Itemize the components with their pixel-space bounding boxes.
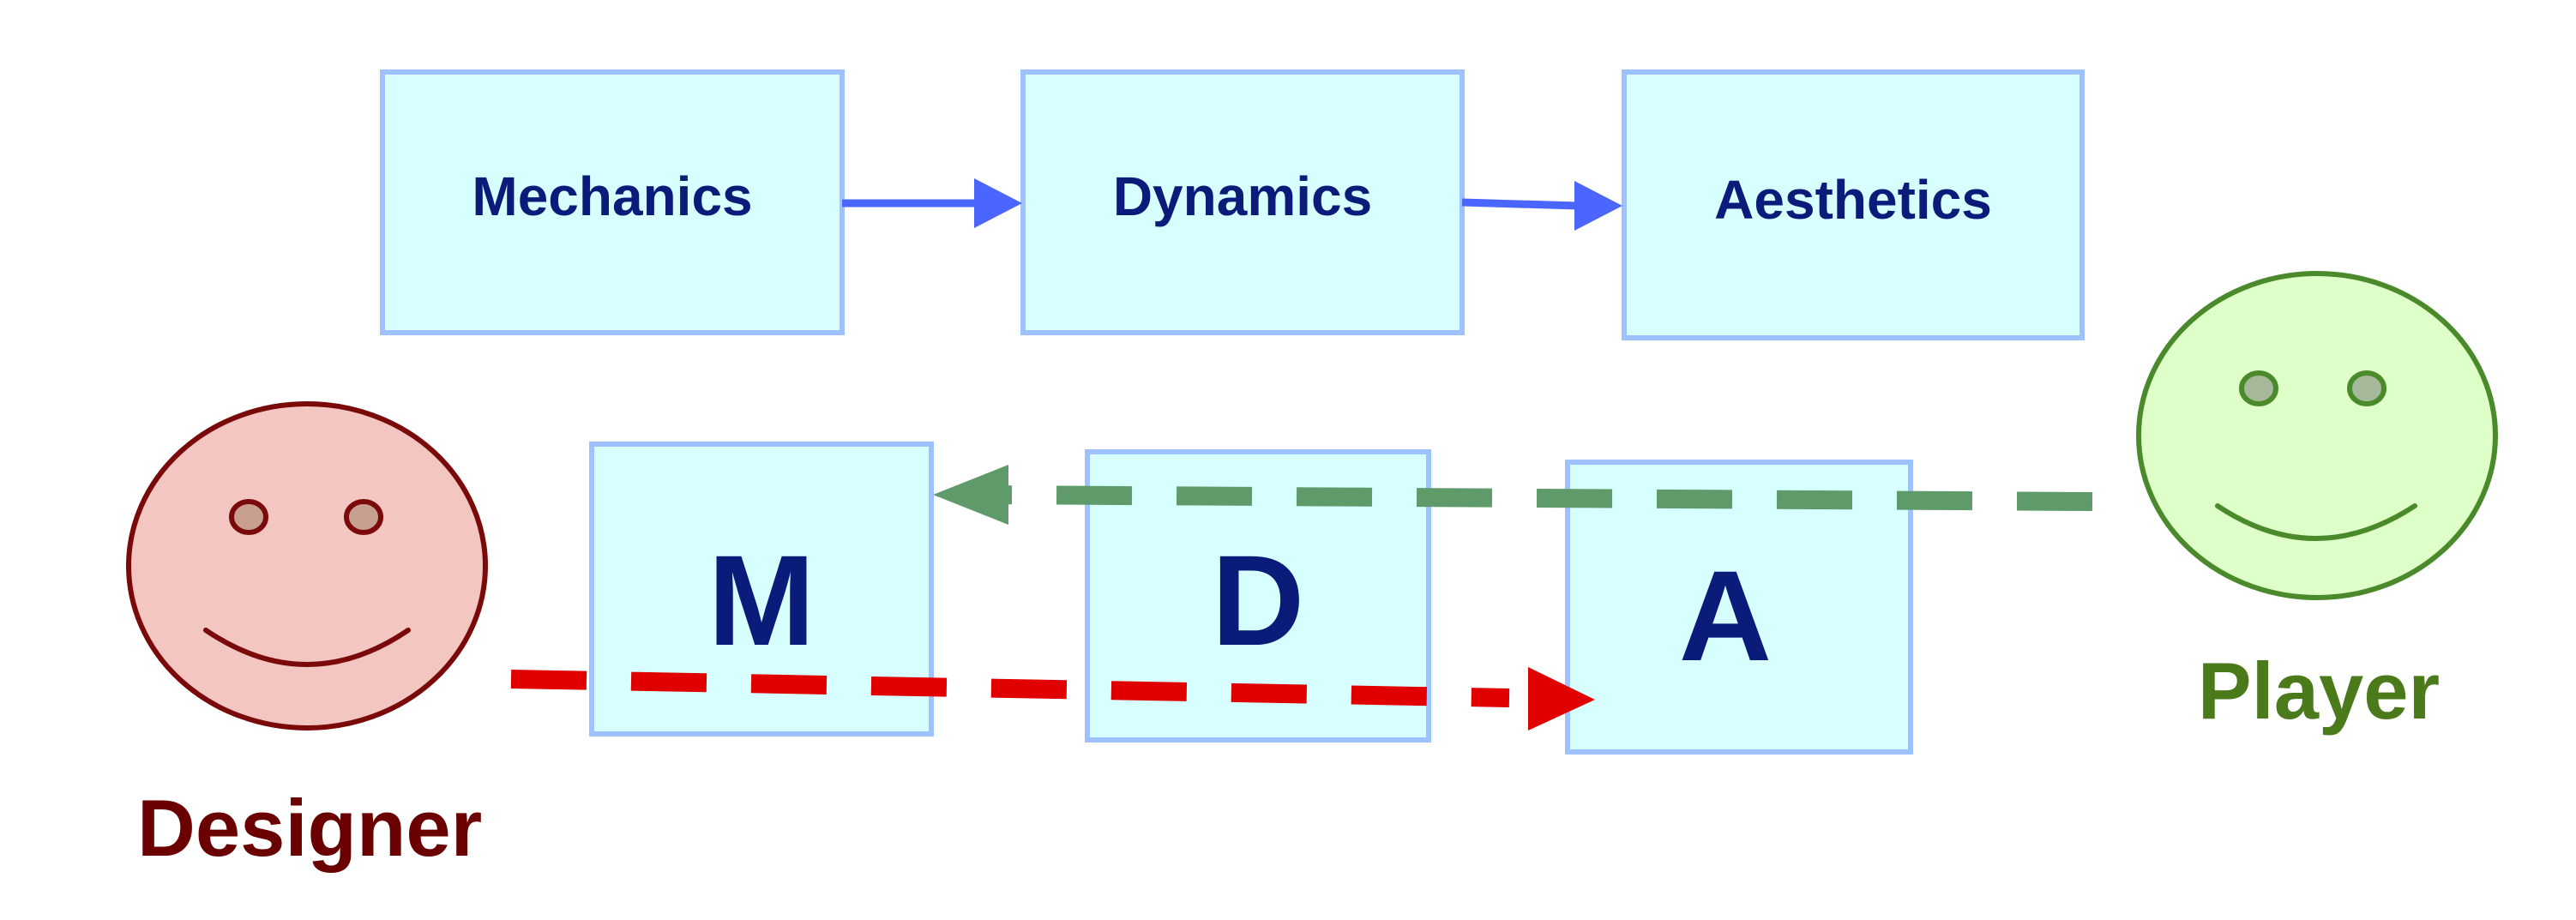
player-label: Player [2198, 646, 2440, 736]
designer-face-icon [126, 401, 488, 731]
box-dynamics: Dynamics [1020, 69, 1465, 335]
designer-arrow [510, 667, 1595, 731]
player-face-icon [2136, 271, 2498, 600]
arrow-dynamics-to-aesthetics [1461, 181, 1622, 231]
mechanics-label: Mechanics [472, 165, 752, 227]
player-arrow [933, 465, 2093, 525]
a-letter: A [1679, 544, 1772, 688]
designer-label: Designer [137, 783, 482, 873]
box-aesthetics: Aesthetics [1622, 69, 2085, 340]
d-letter: D [1212, 528, 1304, 672]
box-a: A [1565, 460, 1913, 755]
box-mechanics: Mechanics [380, 69, 845, 335]
dynamics-label: Dynamics [1113, 165, 1372, 227]
m-letter: M [708, 528, 816, 672]
arrow-mechanics-to-dynamics [842, 178, 1022, 228]
aesthetics-label: Aesthetics [1714, 169, 1992, 231]
